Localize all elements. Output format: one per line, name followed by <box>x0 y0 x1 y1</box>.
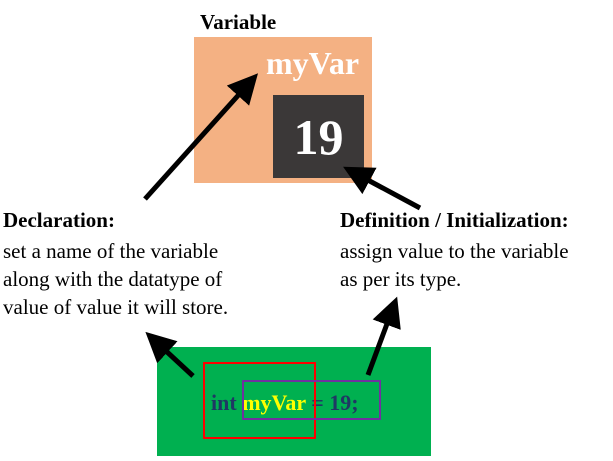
definition-line: as per its type. <box>340 267 462 291</box>
declaration-line: along with the datatype of <box>3 267 223 291</box>
code-type-keyword: int <box>211 390 237 415</box>
definition-description: assign value to the variable as per its … <box>340 237 569 293</box>
declaration-heading: Declaration: <box>3 208 115 232</box>
definition-line: assign value to the variable <box>340 239 569 263</box>
definition-heading: Definition / Initialization: <box>340 208 569 232</box>
variable-name-label: myVar <box>266 45 360 81</box>
code-variable-name: myVar <box>242 390 306 415</box>
variable-value-box: 19 <box>273 95 364 178</box>
code-assignment: = 19; <box>311 390 359 415</box>
declaration-highlight-box <box>203 362 316 439</box>
definition-highlight-box <box>242 380 381 420</box>
declaration-line: set a name of the variable <box>3 239 219 263</box>
variable-title: Variable <box>200 10 277 34</box>
variable-value: 19 <box>293 108 344 165</box>
code-statement: int myVar = 19; <box>211 389 359 417</box>
declaration-line: value of value it will store. <box>3 295 229 319</box>
declaration-description: set a name of the variable along with th… <box>3 237 228 321</box>
